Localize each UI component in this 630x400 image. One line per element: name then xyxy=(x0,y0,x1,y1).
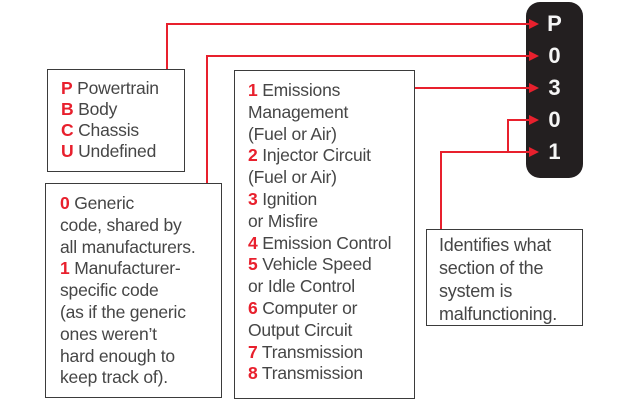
code-type-line: U Undefined xyxy=(61,141,184,162)
fault-note-text: system is xyxy=(439,281,513,301)
trouble-code-character: 1 xyxy=(548,139,561,164)
code-origin-text: Manufacturer- xyxy=(69,258,181,279)
system-section-line: (Fuel or Air) xyxy=(248,167,414,189)
code-type-line: P Powertrain xyxy=(61,78,184,99)
fault-note-box: Identifies what section of the system is… xyxy=(426,229,583,326)
section-digit: 6 xyxy=(248,297,258,318)
trouble-code-character: P xyxy=(547,11,562,36)
section-digit: 7 xyxy=(248,341,258,362)
code-origin-line: (as if the generic xyxy=(60,302,221,324)
section-digit: 8 xyxy=(248,363,258,384)
system-section-text: Management xyxy=(248,101,349,122)
system-section-box: 1 Emissions Management (Fuel or Air) 2 I… xyxy=(234,70,415,399)
system-section-text: Output Circuit xyxy=(248,319,353,340)
fault-note-line: system is xyxy=(439,280,582,303)
code-origin-line: hard enough to xyxy=(60,346,221,368)
code-type-label: Body xyxy=(73,99,118,119)
system-section-line: or Misfire xyxy=(248,211,414,233)
system-section-text: or Misfire xyxy=(248,210,318,231)
code-letter: U xyxy=(61,141,74,161)
system-section-text: Transmission xyxy=(257,341,363,362)
code-origin-line: code, shared by xyxy=(60,215,221,237)
system-section-line: 1 Emissions xyxy=(248,80,414,102)
code-type-box: P Powertrain B Body C Chassis U Undefine… xyxy=(47,69,185,172)
system-section-text: (Fuel or Air) xyxy=(248,167,337,188)
code-type-line: C Chassis xyxy=(61,120,184,141)
system-section-line: or Idle Control xyxy=(248,276,414,298)
section-digit: 2 xyxy=(248,145,258,166)
trouble-code-character: 3 xyxy=(548,75,561,100)
code-type-line: B Body xyxy=(61,99,184,120)
system-section-line: 7 Transmission xyxy=(248,342,414,364)
code-origin-line: specific code xyxy=(60,280,221,302)
code-origin-line: ones weren’t xyxy=(60,324,221,346)
system-section-line: 4 Emission Control xyxy=(248,233,414,255)
code-type-label: Undefined xyxy=(73,141,157,161)
system-section-text: Computer or xyxy=(257,297,358,318)
trouble-code-character: 0 xyxy=(548,43,561,68)
code-origin-line: keep track of). xyxy=(60,367,221,389)
fault-note-line: section of the xyxy=(439,257,582,280)
system-section-text: Transmission xyxy=(257,363,363,384)
fault-note-text: malfunctioning. xyxy=(439,304,558,324)
code-letter: B xyxy=(61,99,74,119)
code-origin-box: 0 Generic code, shared by all manufactur… xyxy=(45,183,222,398)
code-origin-text: all manufacturers. xyxy=(60,236,196,257)
code-origin-text: code, shared by xyxy=(60,214,182,235)
system-section-line: 3 Ignition xyxy=(248,189,414,211)
trouble-code-badge: P 0 3 0 1 xyxy=(526,2,583,178)
fault-note-line: malfunctioning. xyxy=(439,303,582,326)
code-origin-line: 0 Generic xyxy=(60,193,221,215)
system-section-text: Ignition xyxy=(257,188,318,209)
system-section-line: 5 Vehicle Speed xyxy=(248,254,414,276)
connector-code-type xyxy=(166,23,530,69)
section-digit: 1 xyxy=(248,80,258,100)
code-origin-text: (as if the generic xyxy=(60,301,186,322)
code-type-label: Chassis xyxy=(73,120,139,140)
code-letter: P xyxy=(61,78,73,98)
code-origin-text: keep track of). xyxy=(60,367,168,388)
system-section-text: (Fuel or Air) xyxy=(248,123,337,144)
code-origin-line: all manufacturers. xyxy=(60,237,221,259)
system-section-line: 6 Computer or xyxy=(248,298,414,320)
system-section-line: 2 Injector Circuit xyxy=(248,145,414,167)
system-section-line: Management xyxy=(248,102,414,124)
fault-note-text: section of the xyxy=(439,258,544,278)
code-type-label: Powertrain xyxy=(72,78,159,98)
system-section-line: (Fuel or Air) xyxy=(248,124,414,146)
section-digit: 4 xyxy=(248,232,258,253)
code-digit: 0 xyxy=(60,193,70,213)
system-section-text: or Idle Control xyxy=(248,276,355,297)
fault-note-text: Identifies what xyxy=(439,235,552,255)
system-section-text: Vehicle Speed xyxy=(257,254,372,275)
connector-fault-note xyxy=(440,151,530,229)
code-origin-text: ones weren’t xyxy=(60,323,157,344)
code-origin-text: hard enough to xyxy=(60,345,175,366)
code-origin-text: Generic xyxy=(69,193,135,213)
code-origin-line: 1 Manufacturer- xyxy=(60,258,221,280)
system-section-text: Emissions xyxy=(257,80,341,100)
trouble-code-character: 0 xyxy=(548,107,561,132)
code-origin-text: specific code xyxy=(60,280,159,301)
code-digit: 1 xyxy=(60,258,70,279)
section-digit: 5 xyxy=(248,254,258,275)
system-section-line: Output Circuit xyxy=(248,320,414,342)
code-letter: C xyxy=(61,120,74,140)
fault-note-line: Identifies what xyxy=(439,234,582,257)
system-section-line: 8 Transmission xyxy=(248,363,414,385)
system-section-text: Injector Circuit xyxy=(257,145,371,166)
system-section-text: Emission Control xyxy=(257,232,392,253)
section-digit: 3 xyxy=(248,188,258,209)
